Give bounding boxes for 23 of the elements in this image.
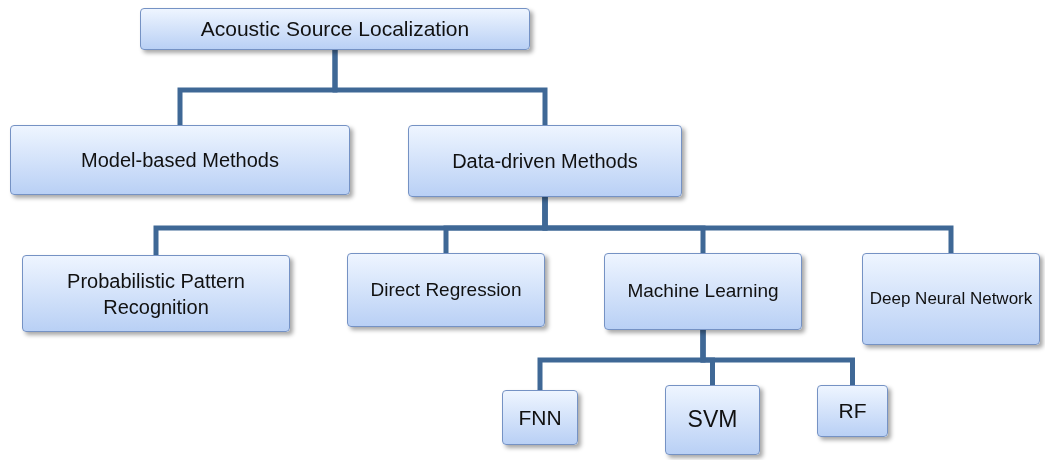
category-box	[502, 390, 578, 445]
category-box	[347, 253, 545, 327]
category-box	[665, 385, 760, 455]
category-box	[140, 8, 530, 50]
node-label: Data-driven Methods	[452, 149, 638, 174]
node-label: Deep Neural Network	[869, 287, 1033, 310]
connector-line	[332, 50, 548, 125]
category-box	[22, 255, 290, 332]
category-box	[408, 125, 682, 197]
node-label: Probabilistic Pattern Recognition	[66, 268, 246, 320]
category-box	[10, 125, 350, 195]
node-label: Machine Learning	[627, 279, 779, 304]
node-label: Acoustic Source Localization	[200, 16, 470, 43]
node-label: SVM	[687, 405, 738, 435]
connector-line	[700, 330, 855, 385]
node-label: Direct Regression	[370, 277, 522, 302]
category-box	[817, 385, 888, 437]
node-label: Model-based Methods	[81, 148, 279, 173]
category-box	[604, 253, 802, 330]
node-label: RF	[838, 398, 867, 425]
node-label: FNN	[518, 404, 562, 431]
category-box	[862, 253, 1040, 345]
connector-line	[542, 197, 954, 253]
